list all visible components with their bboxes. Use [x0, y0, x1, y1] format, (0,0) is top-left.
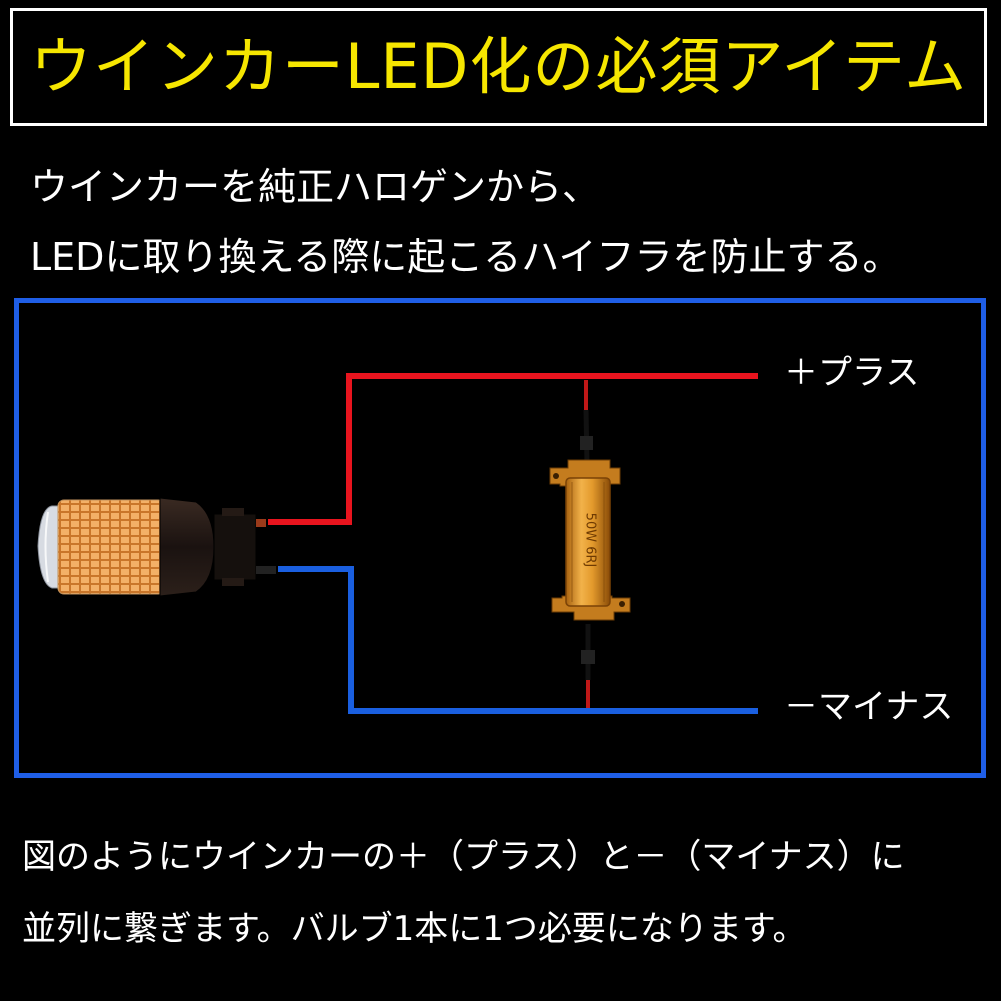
resistor-leads	[580, 380, 595, 708]
plus-label: ＋プラス	[784, 353, 920, 393]
led-bulb-icon	[37, 497, 276, 597]
instruction-line-1: 図のようにウインカーの＋（プラス）と－（マイナス）に	[22, 837, 905, 877]
load-resistor-icon: 50W 6RJ	[549, 459, 631, 621]
minus-wire	[278, 566, 758, 714]
resistor-marking: 50W 6RJ	[583, 513, 598, 568]
intro-line-1: ウインカーを純正ハロゲンから、	[30, 165, 601, 209]
intro-line-2: LEDに取り換える際に起こるハイフラを防止する。	[30, 235, 901, 279]
instruction-line-2: 並列に繋ぎます。バルブ1本に1つ必要になります。	[22, 909, 807, 949]
diagram-frame	[14, 298, 986, 778]
page-title: ウインカーLED化の必須アイテム	[29, 30, 968, 103]
plus-wire	[268, 373, 758, 525]
title-box: ウインカーLED化の必須アイテム	[10, 8, 987, 126]
minus-label: －マイナス	[784, 687, 954, 727]
